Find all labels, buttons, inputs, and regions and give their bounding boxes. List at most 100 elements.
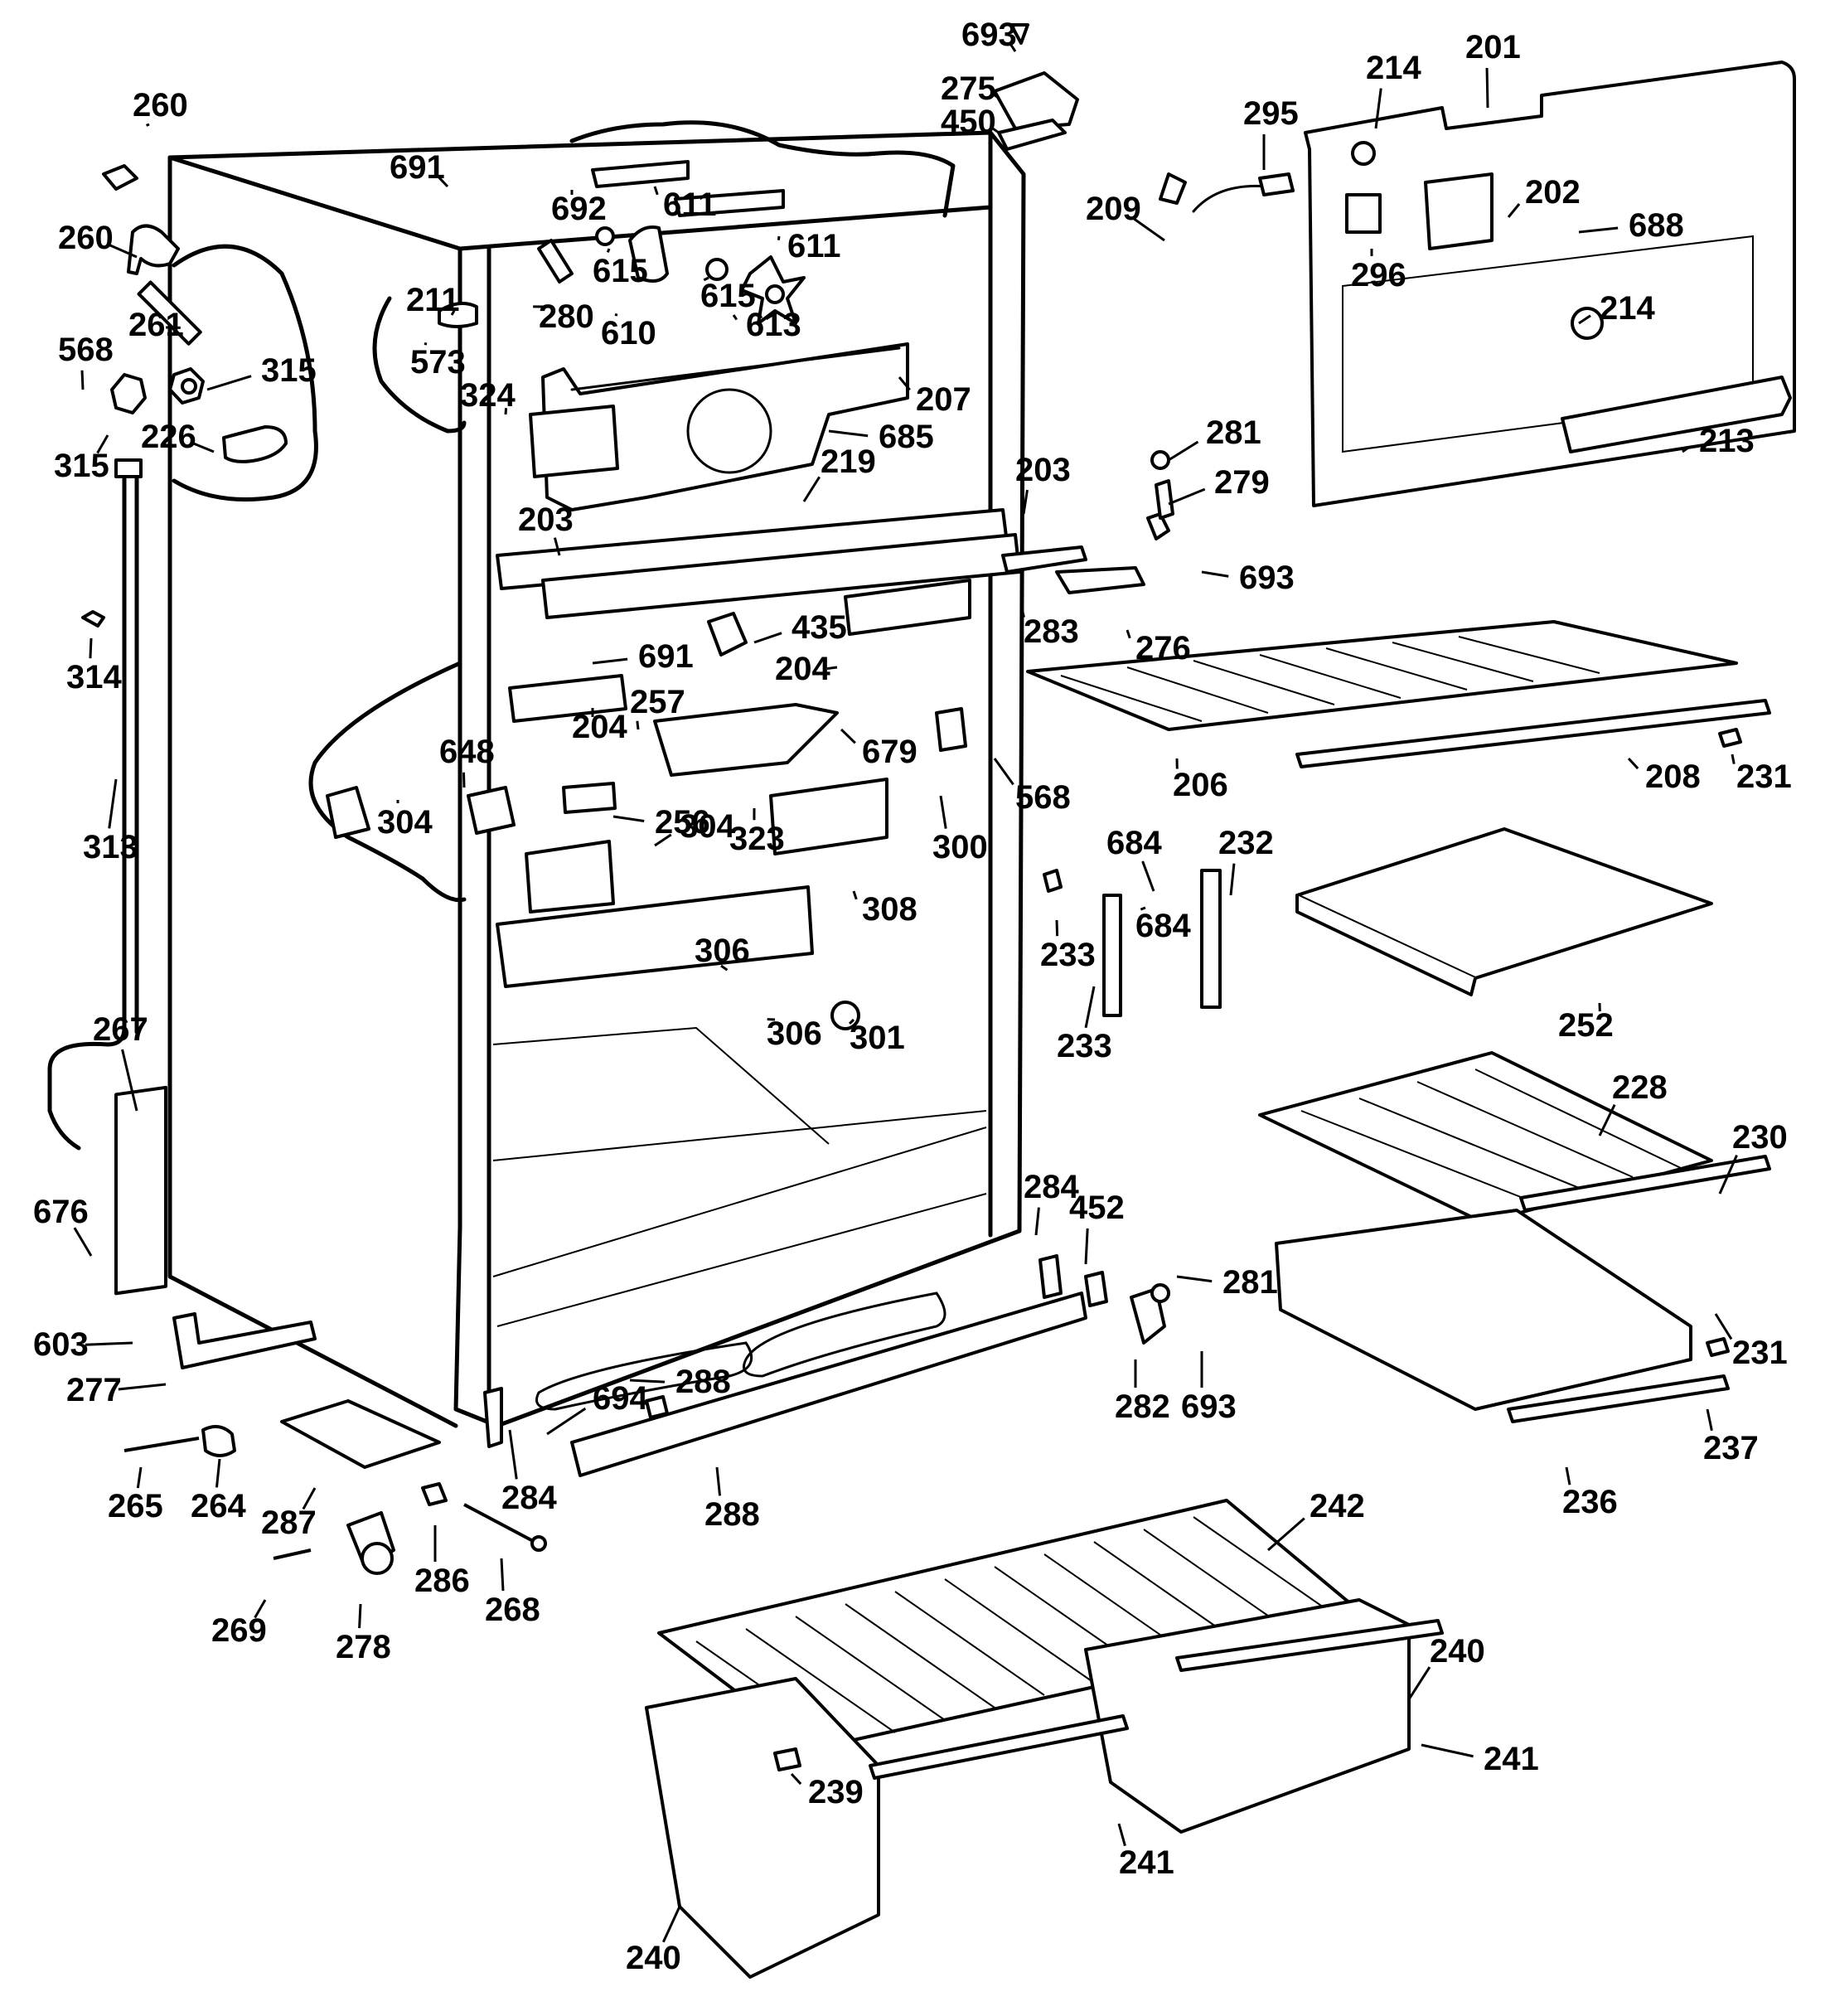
part-number-label[interactable]: 283 — [1024, 613, 1079, 650]
part-number-label[interactable]: 452 — [1069, 1190, 1125, 1226]
part-number-label[interactable]: 228 — [1612, 1069, 1668, 1106]
callout-evaporator-fan-motor[interactable]: 610 — [601, 313, 656, 351]
callout-drain-tube[interactable]: 280 — [533, 298, 594, 335]
part-number-label[interactable]: 306 — [767, 1015, 822, 1052]
part-number-label[interactable]: 260 — [58, 220, 114, 256]
callout-hinge-shim[interactable]: 450 — [941, 104, 1000, 140]
callout-screw[interactable]: 573 — [410, 342, 466, 380]
part-number-label[interactable]: 688 — [1629, 207, 1684, 244]
callout-hinge-bracket[interactable]: 282 — [1115, 1359, 1170, 1425]
callout-axle[interactable]: 265 — [108, 1466, 163, 1524]
callout-light-socket[interactable]: 209 — [1086, 191, 1165, 242]
callout-freezer-liner-back[interactable]: 201 — [1465, 29, 1521, 109]
callout-nut[interactable]: 286 — [414, 1525, 470, 1599]
part-number-label[interactable]: 209 — [1086, 191, 1141, 227]
part-number-label[interactable]: 267 — [93, 1011, 148, 1048]
callout-screw[interactable]: 692 — [551, 190, 607, 227]
callout-control[interactable]: 300 — [932, 795, 988, 865]
part-number-label[interactable]: 648 — [439, 734, 495, 770]
callout-screw[interactable]: 568 — [58, 332, 114, 390]
part-number-label[interactable]: 280 — [539, 298, 594, 335]
callout-motor-bracket[interactable]: 611 — [653, 186, 717, 223]
part-number-label[interactable]: 206 — [1173, 767, 1228, 803]
part-number-label[interactable]: 236 — [1562, 1484, 1618, 1520]
part-number-label[interactable]: 276 — [1135, 630, 1191, 666]
callout-clip[interactable]: 314 — [66, 637, 122, 695]
part-number-label[interactable]: 314 — [66, 659, 122, 695]
part-number-label[interactable]: 301 — [850, 1020, 905, 1056]
part-number-label[interactable]: 450 — [941, 104, 996, 140]
part-number-label[interactable]: 208 — [1645, 758, 1701, 795]
part-number-label[interactable]: 232 — [1218, 825, 1274, 861]
callout-leveling-screw[interactable]: 268 — [485, 1558, 540, 1628]
callout-screw[interactable]: 691 — [592, 638, 694, 675]
callout-tube-connector[interactable]: 226 — [141, 419, 215, 455]
part-number-label[interactable]: 281 — [1222, 1264, 1278, 1301]
callout-screw[interactable]: 693 — [961, 17, 1017, 53]
callout-center-hinge-bracket[interactable]: 283 — [1019, 604, 1079, 650]
part-number-label[interactable]: 306 — [695, 933, 750, 969]
part-number-label[interactable]: 286 — [414, 1563, 470, 1599]
callout-crisper-drawer[interactable]: 240 — [626, 1906, 681, 1976]
callout-air-grille[interactable]: 202 — [1507, 174, 1581, 218]
part-number-label[interactable]: 304 — [377, 804, 433, 841]
callout-wire-shelf[interactable]: 206 — [1173, 758, 1228, 803]
part-number-label[interactable]: 214 — [1366, 50, 1421, 86]
part-number-label[interactable]: 240 — [1430, 1633, 1485, 1670]
part-number-label[interactable]: 693 — [1181, 1388, 1237, 1425]
callout-screw[interactable]: 685 — [828, 419, 934, 455]
callout-light-bulb[interactable]: 211 — [406, 282, 460, 318]
part-number-label[interactable]: 240 — [626, 1940, 681, 1976]
callout-evaporator-cover[interactable]: 207 — [898, 376, 971, 418]
part-number-label[interactable]: 615 — [700, 278, 756, 314]
callout-screw[interactable]: 257 — [630, 684, 685, 730]
part-number-label[interactable]: 214 — [1600, 290, 1655, 327]
part-number-label[interactable]: 287 — [261, 1505, 317, 1541]
part-number-label[interactable]: 241 — [1484, 1741, 1539, 1777]
callout-hinge-pin[interactable]: 279 — [1168, 464, 1270, 506]
part-number-label[interactable]: 241 — [1119, 1844, 1174, 1881]
part-number-label[interactable]: 284 — [501, 1480, 557, 1516]
callout-drawer-trim[interactable]: 237 — [1703, 1408, 1759, 1466]
callout-screw[interactable]: 684 — [1135, 906, 1191, 944]
callout-screw[interactable]: 684 — [1106, 825, 1162, 892]
part-number-label[interactable]: 611 — [787, 228, 841, 264]
callout-screw[interactable]: 568 — [993, 758, 1071, 816]
part-number-label[interactable]: 684 — [1135, 908, 1191, 944]
part-number-label[interactable]: 239 — [808, 1774, 864, 1810]
part-number-label[interactable]: 233 — [1040, 937, 1096, 973]
callout-bracket[interactable]: 284 — [501, 1429, 557, 1516]
part-number-label[interactable]: 282 — [1115, 1388, 1170, 1425]
part-number-label[interactable]: 693 — [961, 17, 1017, 53]
callout-water-fitting[interactable]: 260 — [58, 220, 138, 259]
callout-base-grille[interactable]: 288 — [704, 1466, 760, 1533]
callout-shelf-support[interactable]: 233 — [1057, 986, 1112, 1064]
part-number-label[interactable]: 281 — [1206, 414, 1261, 451]
callout-screw[interactable]: 688 — [1578, 207, 1684, 244]
callout-ice-tray[interactable]: 213 — [1682, 423, 1755, 459]
callout-cam[interactable]: 435 — [753, 609, 847, 646]
callout-screw[interactable]: 693 — [1201, 560, 1295, 596]
callout-screw[interactable]: 694 — [546, 1380, 648, 1436]
callout-washer[interactable]: 281 — [1176, 1264, 1278, 1301]
callout-fan-blade[interactable]: 613 — [732, 307, 801, 343]
callout-water-fitting[interactable]: 260 — [133, 87, 188, 127]
part-number-label[interactable]: 610 — [601, 315, 656, 351]
part-number-label[interactable]: 204 — [775, 651, 830, 687]
part-number-label[interactable]: 265 — [108, 1488, 163, 1524]
callout-leveling-bracket[interactable]: 277 — [66, 1372, 167, 1408]
callout-plug-button[interactable]: 214 — [1578, 290, 1655, 327]
callout-clip[interactable]: 231 — [1714, 1313, 1788, 1371]
part-number-label[interactable]: 692 — [551, 191, 607, 227]
part-number-label[interactable]: 275 — [941, 70, 996, 107]
part-number-label[interactable]: 313 — [83, 829, 138, 865]
callout-crisper-cover[interactable]: 242 — [1267, 1488, 1365, 1552]
part-number-label[interactable]: 615 — [593, 253, 648, 289]
callout-crisper-drawer[interactable]: 240 — [1407, 1633, 1485, 1700]
part-number-label[interactable]: 300 — [932, 829, 988, 865]
part-number-label[interactable]: 308 — [862, 891, 917, 928]
part-number-label[interactable]: 257 — [630, 684, 685, 720]
callout-roller-bracket[interactable]: 287 — [261, 1487, 317, 1541]
part-number-label[interactable]: 237 — [1703, 1430, 1759, 1466]
part-number-label[interactable]: 284 — [1024, 1169, 1079, 1205]
